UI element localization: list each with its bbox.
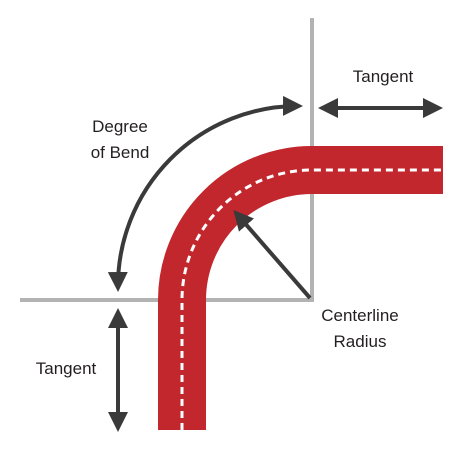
tangent-top-text: Tangent [352,67,414,86]
tangent-top-label: Tangent [343,64,423,90]
tangent-left-text: Tangent [35,359,97,378]
degree-of-bend-label: Degree of Bend [72,114,168,166]
centerline-radius-label: Centerline Radius [312,303,408,355]
tangent-left-label: Tangent [26,356,106,382]
centerline-line2: Radius [333,332,387,351]
degree-of-bend-line1: Degree [92,117,148,136]
degree-of-bend-arrow [107,95,303,292]
centerline-radius-arrow [233,209,312,300]
degree-of-bend-line2: of Bend [90,143,150,162]
centerline-line1: Centerline [321,306,399,325]
